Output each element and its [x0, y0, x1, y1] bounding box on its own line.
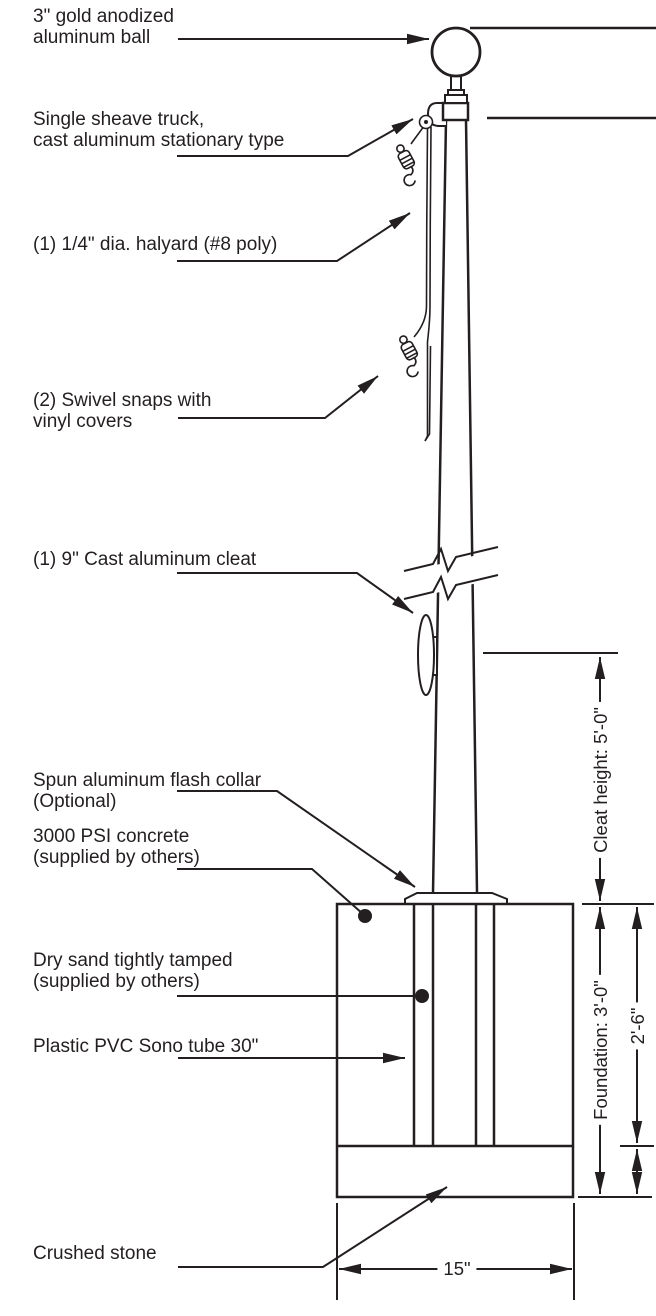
dim-cleat-height-text: Cleat height: 5'-0" — [590, 702, 611, 858]
flash-collar — [404, 892, 508, 905]
flagpole-shaft — [431, 119, 479, 894]
sono-tube-walls — [412, 904, 496, 1146]
callout-ball: 3" gold anodized aluminum ball — [33, 6, 174, 48]
leader-truck — [177, 118, 414, 157]
pole-butt — [431, 904, 478, 1146]
dim-foundation-width-text: 15" — [437, 1259, 477, 1279]
dim-tube-depth-text: 2'-6" — [627, 1002, 648, 1050]
callout-pvc: Plastic PVC Sono tube 30" — [33, 1036, 259, 1057]
break-symbol — [403, 546, 502, 602]
overall-height-reference-lines — [470, 26, 656, 120]
callout-snaps: (2) Swivel snaps with vinyl covers — [33, 390, 212, 432]
callout-concrete: 3000 PSI concrete (supplied by others) — [33, 826, 200, 868]
dim-foundation-depth-text: Foundation: 3'-0" — [590, 975, 611, 1125]
swivel-snap-upper — [387, 141, 425, 189]
callout-halyard: (1) 1/4" dia. halyard (#8 poly) — [33, 234, 278, 255]
callout-stone: Crushed stone — [33, 1243, 157, 1264]
callout-collar: Spun aluminum flash collar (Optional) — [33, 770, 262, 812]
leader-halyard — [177, 212, 411, 262]
leader-sand-dot — [415, 989, 429, 1003]
leader-stone — [178, 1186, 448, 1268]
ball-stem — [444, 75, 468, 104]
leader-concrete-dot — [358, 909, 372, 923]
leader-lines — [177, 33, 448, 1268]
leader-snaps — [178, 375, 379, 419]
extension-lines — [336, 652, 654, 1300]
leader-cleat — [177, 572, 414, 614]
truck — [418, 101, 470, 130]
halyard-rope — [410, 125, 432, 442]
callout-cleat: (1) 9" Cast aluminum cleat — [33, 549, 257, 570]
leader-collar — [177, 790, 416, 888]
swivel-snap-lower — [390, 332, 428, 380]
callout-truck: Single sheave truck, cast aluminum stati… — [33, 109, 285, 151]
leader-concrete — [177, 868, 364, 915]
gold-ball — [430, 26, 482, 78]
callout-sand: Dry sand tightly tamped (supplied by oth… — [33, 950, 233, 992]
foundation — [335, 902, 575, 1199]
cleat — [417, 614, 438, 696]
